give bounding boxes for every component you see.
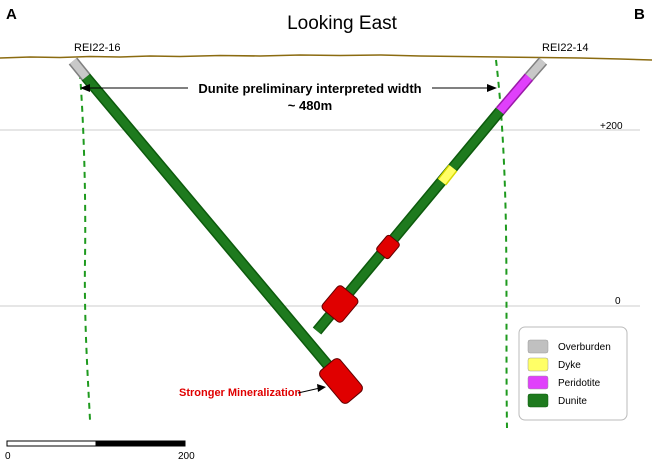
width-annotation-line2: ~ 480m (288, 98, 332, 113)
legend-swatch-dyke (527, 357, 549, 372)
legend-label-dyke: Dyke (558, 360, 581, 371)
dunite-boundary-west (78, 61, 91, 421)
mineralization-arrow-line (297, 387, 321, 394)
legend: Overburden Dyke Peridotite Dunite (518, 326, 628, 421)
section-corner-b: B (634, 6, 645, 23)
width-annotation-line1: Dunite preliminary interpreted width (198, 81, 421, 96)
section-corner-a: A (6, 6, 17, 23)
legend-swatch-dunite (527, 393, 549, 408)
width-annotation: Dunite preliminary interpreted width ~ 4… (80, 81, 497, 113)
arrowhead-right-icon (487, 84, 497, 92)
legend-swatch-peridotite (527, 375, 549, 390)
mineralization-zone (376, 234, 400, 260)
drill-hole-label-rei22-16: REI22-16 (74, 42, 120, 54)
legend-label-peridotite: Peridotite (558, 378, 601, 389)
legend-swatch-overburden (527, 339, 549, 354)
dyke-segment-core (438, 165, 457, 185)
scale-bar-black-segment (95, 440, 186, 447)
legend-label-dunite: Dunite (558, 396, 587, 407)
arrowhead-left-icon (80, 84, 90, 92)
peridotite-segment-core (496, 74, 533, 114)
drill-hole-rei22-16 (68, 57, 363, 404)
topography-line (0, 54, 652, 61)
stronger-mineralization-label: Stronger Mineralization (179, 387, 302, 399)
mineralization-zone (319, 358, 363, 404)
drill-hole-label-rei22-14: REI22-14 (542, 42, 588, 54)
mineralization-arrowhead-icon (317, 384, 326, 392)
scale-bar-max-label: 200 (178, 451, 195, 462)
section-title: Looking East (287, 13, 398, 34)
drill-hole-rei22-14 (312, 57, 548, 335)
scale-bar: 0 200 (5, 440, 195, 462)
dunite-boundary-east (495, 59, 508, 429)
overburden-segment-core (525, 58, 547, 80)
mineralization-zone (321, 285, 359, 323)
overburden-segment-core (69, 58, 90, 80)
dunite-segment-core (81, 73, 346, 385)
scale-bar-white-segment (6, 440, 97, 447)
elevation-label-plus200: +200 (600, 121, 623, 132)
elevation-label-zero: 0 (615, 296, 621, 307)
legend-label-overburden: Overburden (558, 342, 611, 353)
scale-bar-min-label: 0 (5, 451, 11, 462)
